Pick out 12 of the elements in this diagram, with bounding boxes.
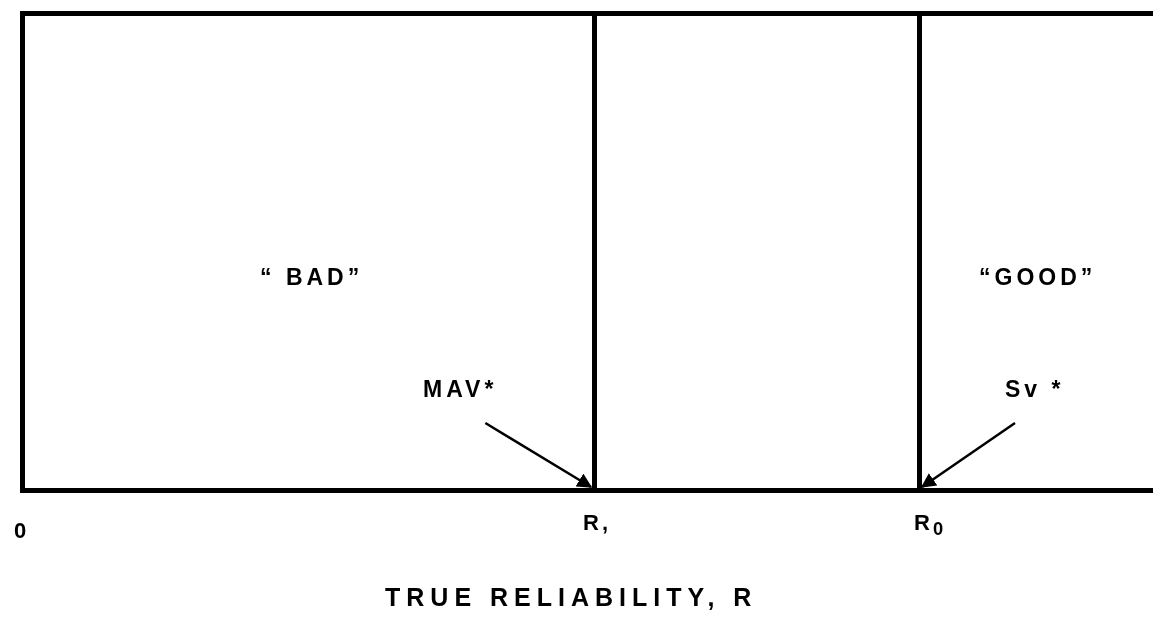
leader-arrow [484, 421, 593, 489]
region-label: “ BAD” [260, 266, 364, 289]
axis-tick-label: R, [583, 512, 611, 534]
callout-text: MAV* [423, 378, 498, 401]
region-box [917, 11, 1153, 493]
axis-tick-label: R$_{0}$ [914, 512, 947, 539]
region-label: “GOOD” [979, 266, 1097, 289]
region-box [592, 11, 919, 493]
axis-title: TRUE RELIABILITY, R [385, 585, 758, 610]
leader-arrow [920, 421, 1016, 489]
callout-text: Sv * [1005, 378, 1065, 401]
axis-tick-label: 0 [14, 520, 30, 542]
